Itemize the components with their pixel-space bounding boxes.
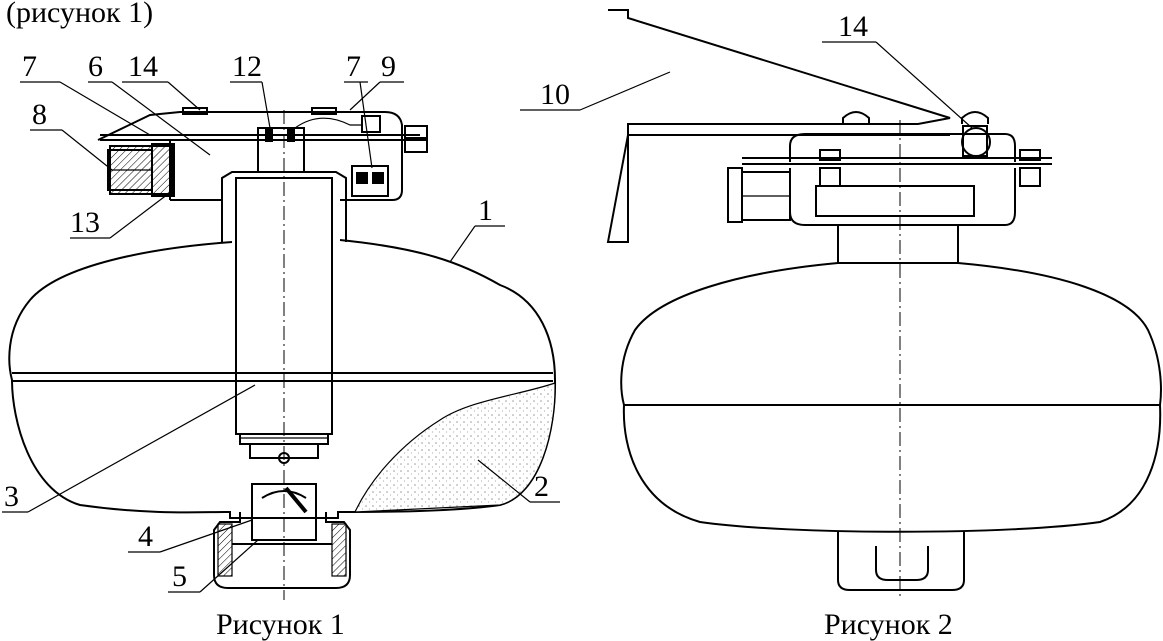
bracket-nut-highlight (961, 127, 991, 157)
fig2-nozzle-cap (837, 532, 965, 591)
figure-1-sectional-view: 7 6 14 12 7 9 8 13 1 (2, 50, 560, 641)
callout-14-fig1: 14 (128, 50, 158, 83)
wire-connector (361, 115, 381, 133)
nozzle-cap-right (331, 523, 347, 577)
fig2-nut-1 (819, 149, 841, 161)
terminal-box-bottom (169, 140, 222, 201)
fig2-nut-2 (819, 167, 841, 187)
terminal-screw-1 (356, 172, 368, 184)
terminal-block (351, 165, 389, 197)
callout-12: 7 (22, 50, 37, 83)
figure-1-caption: Рисунок 1 (216, 608, 345, 641)
bracket-screw-right (961, 111, 989, 124)
fig2-gland-nut (727, 167, 743, 223)
callout-9: 9 (381, 50, 396, 83)
callout-10: 10 (540, 78, 570, 111)
callout-8: 8 (32, 98, 47, 131)
callout-13: 13 (70, 206, 100, 239)
igniter-contact-right (287, 128, 295, 142)
fig2-nut-3 (1019, 149, 1041, 161)
callout-5: 5 (172, 560, 187, 593)
nozzle-cap-left (217, 523, 233, 577)
fig2-terminal-box (789, 133, 1016, 226)
nozzle-membrane (261, 490, 307, 499)
figure-2-callouts: 10 14 (520, 10, 973, 129)
nozzle-body (213, 512, 351, 589)
vessel-body (8, 239, 557, 519)
igniter-contact-left (265, 128, 273, 142)
callout-3: 3 (4, 480, 19, 513)
callout-14-fig2: 14 (838, 10, 868, 43)
fig2-nozzle-outlet (875, 546, 929, 581)
terminal-box-cover (97, 111, 403, 201)
mounting-bracket (606, 9, 951, 243)
nozzle-insert (251, 483, 317, 541)
figure-2-external-view: 10 14 Рисунок 2 (520, 9, 1162, 641)
callout-11: 12 (232, 50, 262, 83)
gland-collar (151, 143, 175, 197)
callout-6: 6 (88, 50, 103, 83)
callout-7: 7 (346, 50, 361, 83)
callout-2: 2 (534, 470, 549, 503)
fig2-vessel (620, 262, 1162, 533)
membrane-blade (284, 486, 308, 514)
powder-charge (354, 382, 556, 513)
fig2-nut-4 (1019, 167, 1041, 187)
cover-screw-left (182, 107, 208, 115)
wire (294, 117, 362, 129)
figure-1-callouts: 7 6 14 12 7 9 8 13 1 (2, 50, 560, 593)
terminal-screw-2 (372, 172, 384, 184)
cartridge-neck (239, 434, 329, 445)
flange-screw-top (404, 125, 428, 139)
callout-1: 1 (478, 194, 493, 227)
igniter-block (257, 127, 305, 173)
fig2-nameplate (815, 185, 975, 217)
cover-screw-right (311, 107, 337, 115)
bracket-screw-left (842, 111, 870, 124)
figure-2-caption: Рисунок 2 (824, 608, 953, 641)
header-partial-text: (рисунок 1) (6, 0, 153, 29)
fig2-neck (837, 224, 959, 264)
callout-4: 4 (138, 520, 153, 553)
flange-screw-bottom (404, 139, 428, 153)
